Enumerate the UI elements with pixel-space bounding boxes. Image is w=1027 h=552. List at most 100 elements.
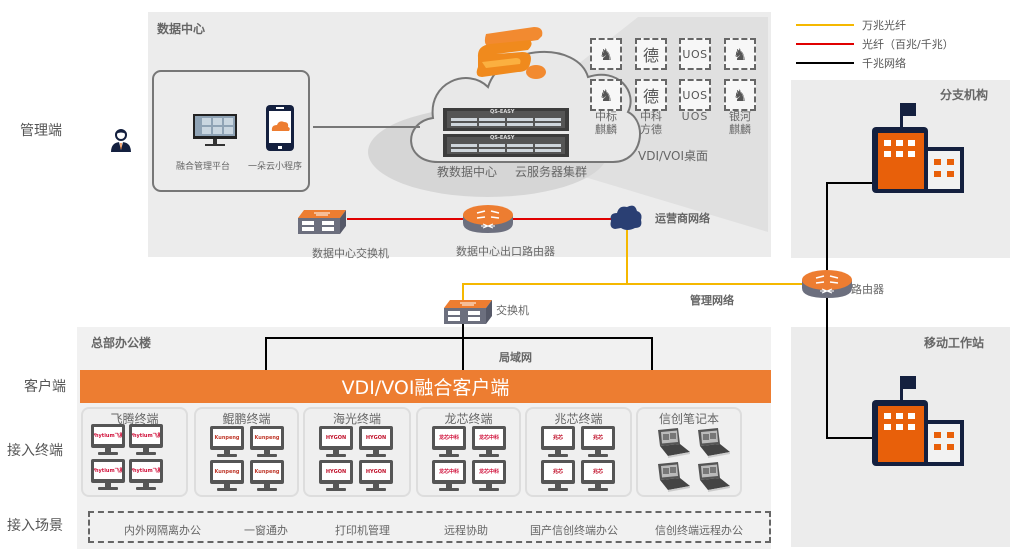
mini-program-label: 一朵云小程序	[248, 162, 303, 172]
scene-item[interactable]: 远程协助	[444, 524, 488, 537]
laptop-icon	[694, 462, 730, 492]
management-platform-icon[interactable]	[192, 113, 238, 147]
os-zhongke-fangde-icon[interactable]: 德	[635, 38, 667, 70]
vendor-logo: 兆芯	[544, 463, 572, 480]
edge-router-icon[interactable]	[802, 270, 852, 298]
os-yinhe-kylin-icon[interactable]: ♞	[724, 38, 756, 70]
vendor-logo: Phytium飞腾	[132, 427, 160, 444]
isp-cloud-icon[interactable]	[609, 203, 643, 231]
os-zhongbiao-kylin-icon[interactable]: ♞	[590, 79, 622, 111]
terminal-monitor-icon: Phytium飞腾	[91, 459, 125, 490]
server-unit-1	[443, 108, 569, 131]
server-brand-1: QS-EASY	[490, 109, 515, 115]
terminal-monitor-icon: 龙芯中科	[472, 426, 506, 457]
vendor-logo: 龙芯中科	[435, 429, 463, 446]
server-brand-2: QS-EASY	[490, 135, 515, 141]
core-switch-icon[interactable]	[444, 300, 492, 324]
os-uos-icon[interactable]: UOS	[679, 79, 711, 111]
server-unit-2	[443, 134, 569, 157]
os-uos-icon[interactable]: UOS	[679, 38, 711, 70]
vendor-logo: Phytium飞腾	[94, 427, 122, 444]
branch-title: 分支机构	[940, 88, 989, 102]
management-group	[152, 70, 310, 192]
legend-swatch-10g	[796, 24, 854, 26]
legend-label-10g: 万兆光纤	[862, 19, 906, 32]
scene-item[interactable]: 信创终端远程办公	[655, 524, 743, 537]
terminal-monitor-icon: Phytium飞腾	[129, 424, 163, 455]
desktop-label: VDI/VOI桌面	[638, 149, 709, 163]
vendor-logo: 龙芯中科	[435, 463, 463, 480]
terminal-monitor-icon: Kunpeng	[250, 460, 284, 491]
vendor-logo: Phytium飞腾	[132, 462, 160, 479]
data-center-title: 数据中心	[157, 22, 206, 36]
admin-user-icon	[109, 128, 133, 152]
terminal-title: 龙芯终端	[444, 412, 493, 426]
dc-router-icon[interactable]	[463, 205, 513, 233]
dc-router-label: 数据中心出口路由器	[456, 245, 555, 258]
laptop-icon	[694, 428, 730, 458]
vendor-logo: 兆芯	[584, 429, 612, 446]
laptop-icon	[654, 462, 690, 492]
terminal-monitor-icon: 龙芯中科	[432, 426, 466, 457]
terminal-title: 飞腾终端	[110, 412, 159, 426]
scene-item[interactable]: 内外网隔离办公	[124, 524, 201, 537]
scene-item[interactable]: 打印机管理	[335, 524, 390, 537]
terminal-monitor-icon: HYGON	[359, 460, 393, 491]
mini-program-phone-icon[interactable]	[265, 104, 295, 152]
branch-building-icon[interactable]	[870, 103, 966, 195]
qs-easy-logo	[472, 22, 552, 94]
mobile-workstation-title: 移动工作站	[924, 336, 985, 350]
management-platform-label: 融合管理平台	[176, 162, 231, 172]
laptop-icon	[654, 428, 690, 458]
os-name-zhongbiao-kylin: 中标 麒麟	[595, 110, 617, 136]
terminal-monitor-icon: 兆芯	[541, 460, 575, 491]
cloud-label-server-cluster: 云服务器集群	[515, 165, 588, 179]
os-name-yinhe-kylin: 银河 麒麟	[729, 110, 751, 136]
vendor-logo: Phytium飞腾	[94, 462, 122, 479]
scene-item[interactable]: 一窗通办	[244, 524, 288, 537]
terminal-monitor-icon: Kunpeng	[210, 460, 244, 491]
os-zhongke-fangde-icon[interactable]: 德	[635, 79, 667, 111]
isp-label: 运营商网络	[655, 212, 710, 225]
scene-item[interactable]: 国产信创终端办公	[530, 524, 618, 537]
cloud-label-data-center: 教数据中心	[437, 165, 498, 179]
vendor-logo: 兆芯	[544, 429, 572, 446]
terminal-monitor-icon: Kunpeng	[210, 426, 244, 457]
os-yinhe-kylin-icon[interactable]: ♞	[724, 79, 756, 111]
access-scene-box: 内外网隔离办公 一窗通办 打印机管理 远程协助 国产信创终端办公 信创终端远程办…	[88, 511, 771, 543]
projection-beam	[568, 17, 768, 232]
terminal-monitor-icon: HYGON	[359, 426, 393, 457]
vendor-logo: Kunpeng	[253, 463, 281, 480]
dc-switch-label: 数据中心交换机	[312, 247, 389, 260]
terminal-title: 鲲鹏终端	[222, 412, 271, 426]
lan-label: 局域网	[499, 351, 532, 364]
os-name-zhongke-fangde: 中科 方德	[640, 110, 662, 136]
terminal-monitor-icon: 龙芯中科	[432, 460, 466, 491]
side-label-access-terminal: 接入终端	[7, 443, 63, 459]
vendor-logo: 龙芯中科	[475, 463, 503, 480]
terminal-card[interactable]: 飞腾终端Phytium飞腾Phytium飞腾Phytium飞腾Phytium飞腾	[81, 407, 188, 497]
vendor-logo: HYGON	[362, 463, 390, 480]
terminal-monitor-icon: Phytium飞腾	[129, 459, 163, 490]
side-label-client: 客户端	[24, 379, 66, 395]
terminal-title: 信创笔记本	[658, 412, 719, 426]
vendor-logo: Kunpeng	[253, 429, 281, 446]
mgmt-network-label: 管理网络	[690, 294, 734, 307]
side-label-admin: 管理端	[20, 123, 62, 139]
legend-label-fiber: 光纤（百兆/千兆）	[862, 38, 954, 51]
vdi-voi-client-bar[interactable]: VDI/VOI融合客户端	[80, 370, 771, 403]
terminal-monitor-icon: HYGON	[319, 460, 353, 491]
dc-switch-icon[interactable]	[298, 210, 346, 234]
os-zhongbiao-kylin-icon[interactable]: ♞	[590, 38, 622, 70]
mobile-building-icon[interactable]	[870, 376, 966, 468]
hq-title: 总部办公楼	[91, 336, 152, 350]
terminal-card[interactable]: 信创笔记本	[636, 407, 742, 497]
os-name-uos: UOS	[681, 110, 709, 123]
terminal-monitor-icon: Kunpeng	[250, 426, 284, 457]
terminal-card[interactable]: 兆芯终端兆芯兆芯兆芯兆芯	[525, 407, 632, 497]
terminal-monitor-icon: 兆芯	[581, 426, 615, 457]
terminal-card[interactable]: 龙芯终端龙芯中科龙芯中科龙芯中科龙芯中科	[416, 407, 521, 497]
terminal-monitor-icon: 龙芯中科	[472, 460, 506, 491]
